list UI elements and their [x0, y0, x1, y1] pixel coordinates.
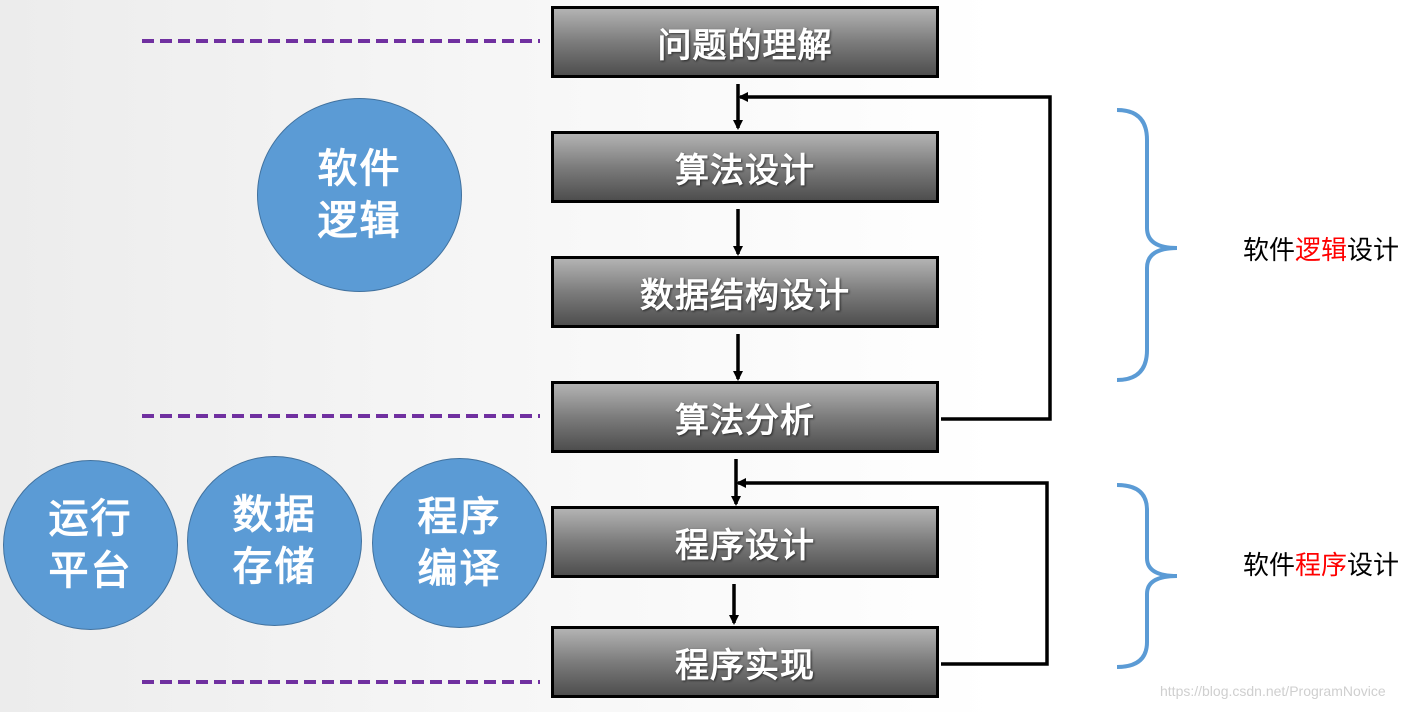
- circle-software-logic: 软件 逻辑: [257, 98, 462, 292]
- circle-text-line1: 运行: [48, 496, 133, 542]
- circle-text-line1: 程序: [417, 494, 502, 540]
- label-highlight: 逻辑: [1295, 236, 1348, 266]
- circle-data-storage: 数据 存储: [187, 456, 362, 626]
- step-label: 问题的理解: [657, 25, 833, 66]
- label-prefix: 软件: [1243, 551, 1296, 581]
- label-suffix: 设计: [1347, 236, 1400, 266]
- step-algorithm-design: 算法设计: [551, 131, 939, 203]
- circle-runtime-platform: 运行 平台: [3, 460, 178, 630]
- label-suffix: 设计: [1347, 551, 1400, 581]
- step-data-structure-design: 数据结构设计: [551, 256, 939, 328]
- label-software-logic-design: 软件逻辑设计: [1243, 230, 1399, 267]
- circle-text-line2: 编译: [417, 546, 502, 592]
- watermark: https://blog.csdn.net/ProgramNovice: [1160, 683, 1386, 699]
- brace-logic-design: [1116, 108, 1178, 382]
- circle-program-compile: 程序 编译: [372, 458, 547, 628]
- step-label: 数据结构设计: [640, 275, 850, 316]
- circle-text-line1: 数据: [232, 492, 317, 538]
- step-problem-understanding: 问题的理解: [551, 6, 939, 78]
- circle-text-line2: 平台: [48, 548, 133, 594]
- circle-text-line2: 逻辑: [317, 198, 402, 244]
- feedback-loop-logic: [738, 92, 1052, 421]
- label-software-program-design: 软件程序设计: [1243, 545, 1399, 582]
- step-label: 程序设计: [675, 525, 815, 566]
- label-prefix: 软件: [1243, 236, 1296, 266]
- step-label: 算法分析: [675, 400, 815, 441]
- feedback-loop-program: [736, 478, 1049, 666]
- step-algorithm-analysis: 算法分析: [551, 381, 939, 453]
- circle-text-line2: 存储: [232, 544, 317, 590]
- label-highlight: 程序: [1295, 551, 1348, 581]
- step-program-implementation: 程序实现: [551, 626, 939, 698]
- step-program-design: 程序设计: [551, 506, 939, 578]
- brace-program-design: [1116, 483, 1178, 669]
- step-label: 程序实现: [675, 645, 815, 686]
- step-label: 算法设计: [675, 150, 815, 191]
- circle-text-line1: 软件: [317, 146, 402, 192]
